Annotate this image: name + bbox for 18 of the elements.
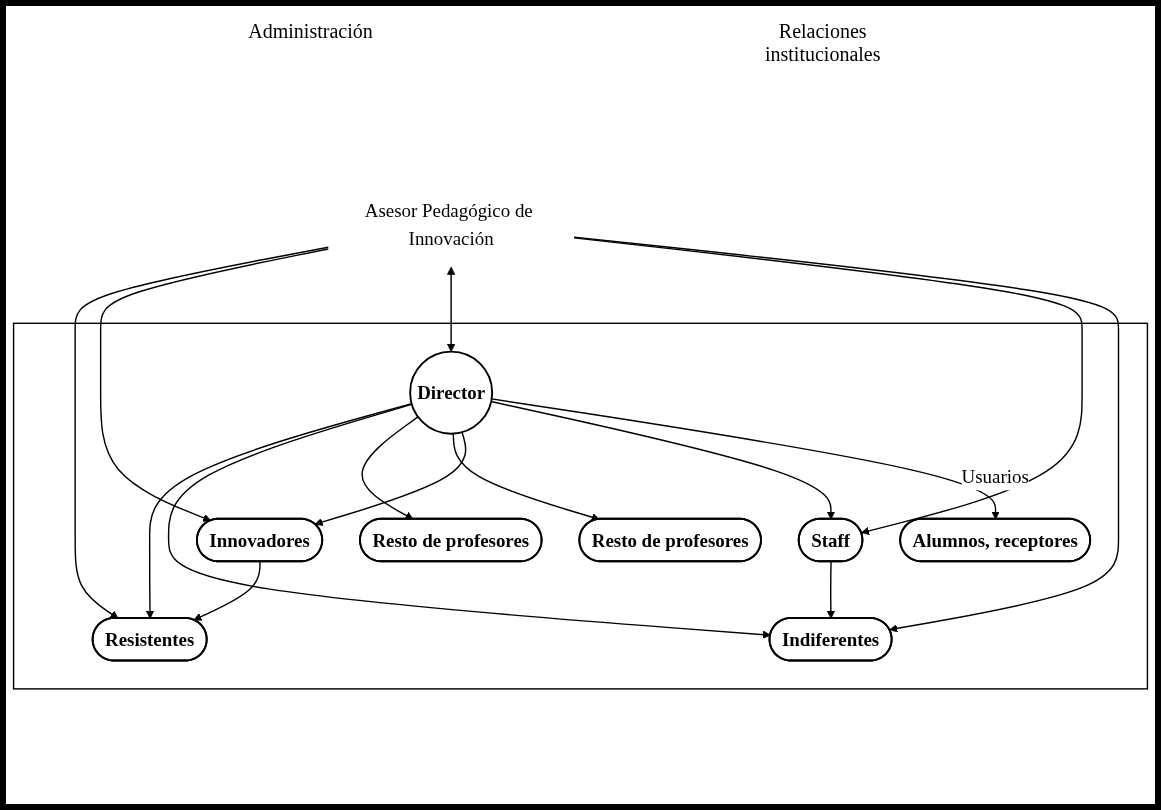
arrow	[447, 266, 456, 352]
arrow	[193, 560, 261, 621]
arrow	[74, 246, 329, 619]
header-text: Relaciones institucionales	[763, 20, 882, 66]
arrow	[361, 415, 419, 520]
arrow	[573, 236, 1083, 535]
arrow	[99, 248, 329, 522]
edge-label: Usuarios	[961, 465, 1029, 487]
arrow	[452, 432, 600, 521]
arrow	[826, 560, 836, 619]
node-text: Asesor Pedagógico de Innovación	[364, 199, 533, 249]
arrow	[314, 431, 467, 526]
header-text: Administración	[248, 20, 373, 44]
node-circle: Director	[409, 350, 494, 435]
arrow	[167, 403, 771, 639]
arrow	[573, 236, 1120, 633]
cluster	[12, 322, 1149, 690]
arrow	[491, 398, 1000, 520]
